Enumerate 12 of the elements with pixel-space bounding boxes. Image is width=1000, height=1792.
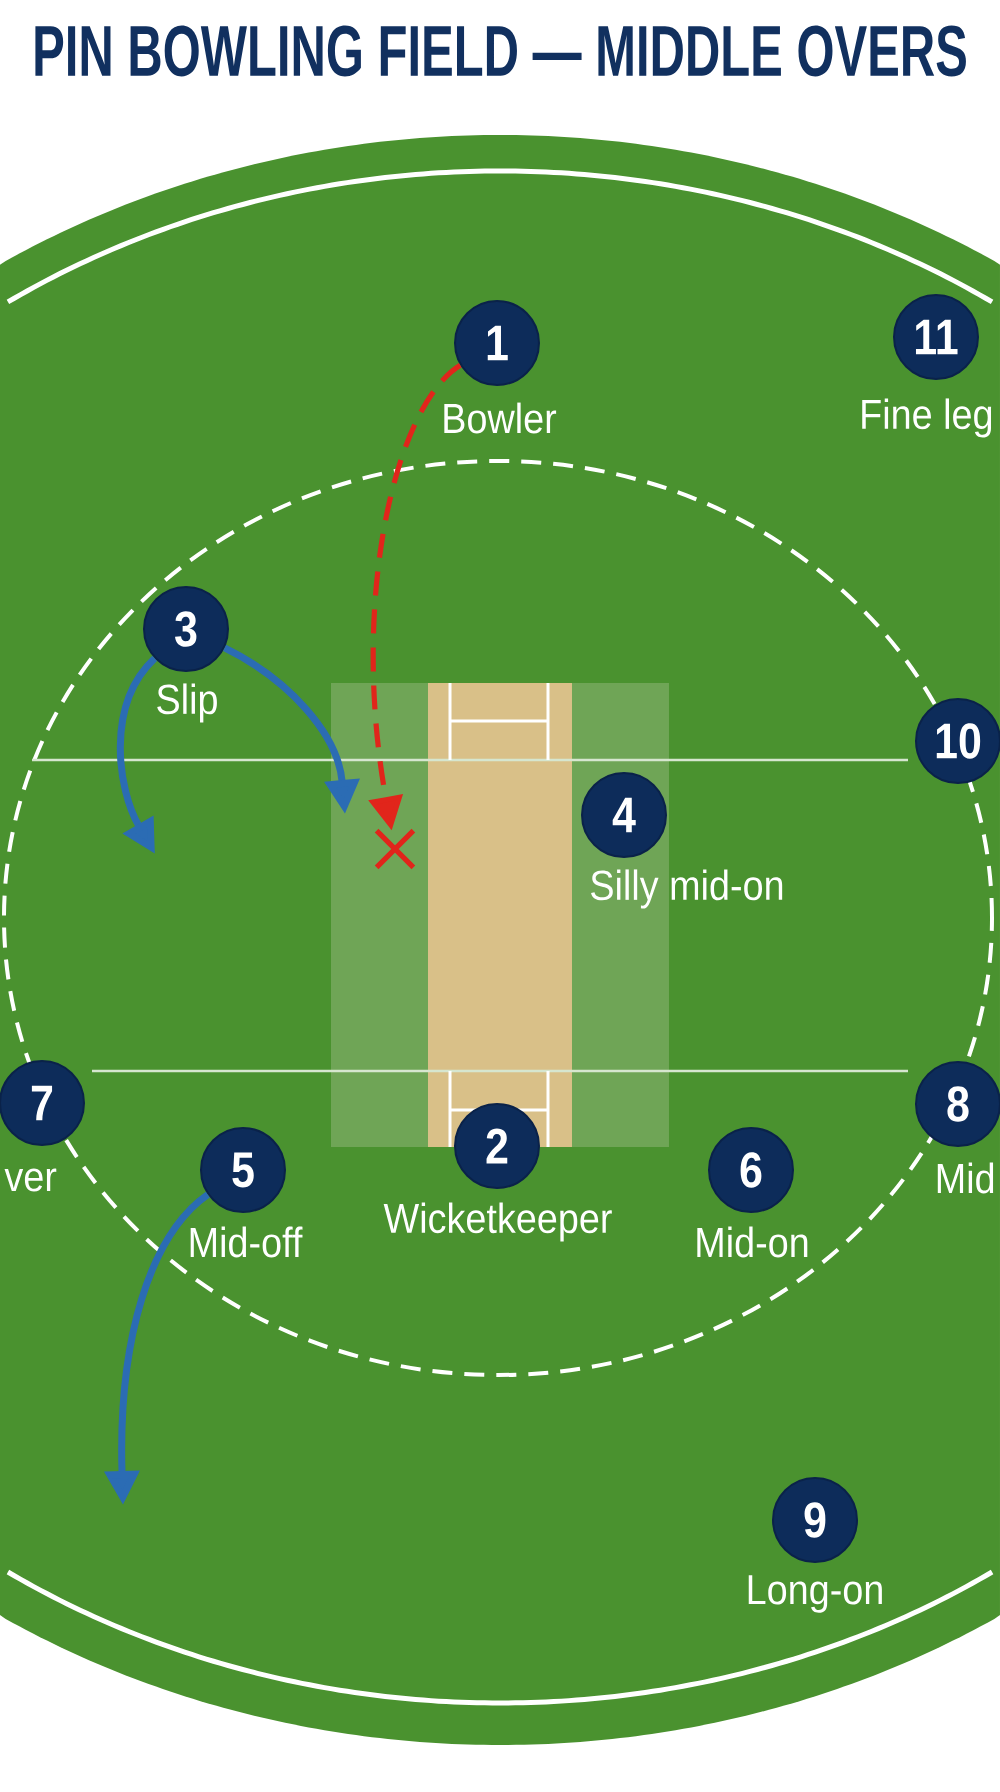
position-label: Mid-on (697, 1226, 808, 1258)
position-label: Fine leg (862, 398, 992, 438)
position-label: Bowler (444, 402, 557, 434)
position-label: Long-on (748, 1575, 882, 1613)
title: PIN BOWLING FIELD — MIDDLE OVERS (35, 25, 966, 77)
position-label: Mid-off (190, 1226, 303, 1258)
cross-mark (374, 828, 416, 870)
position-label: Silly mid-on (591, 869, 783, 909)
position-label: Slip (157, 683, 217, 723)
position-label: ver (4, 1168, 57, 1192)
position-label: Wicketkeeper (383, 1202, 612, 1242)
position-label: Mid (937, 1162, 994, 1194)
